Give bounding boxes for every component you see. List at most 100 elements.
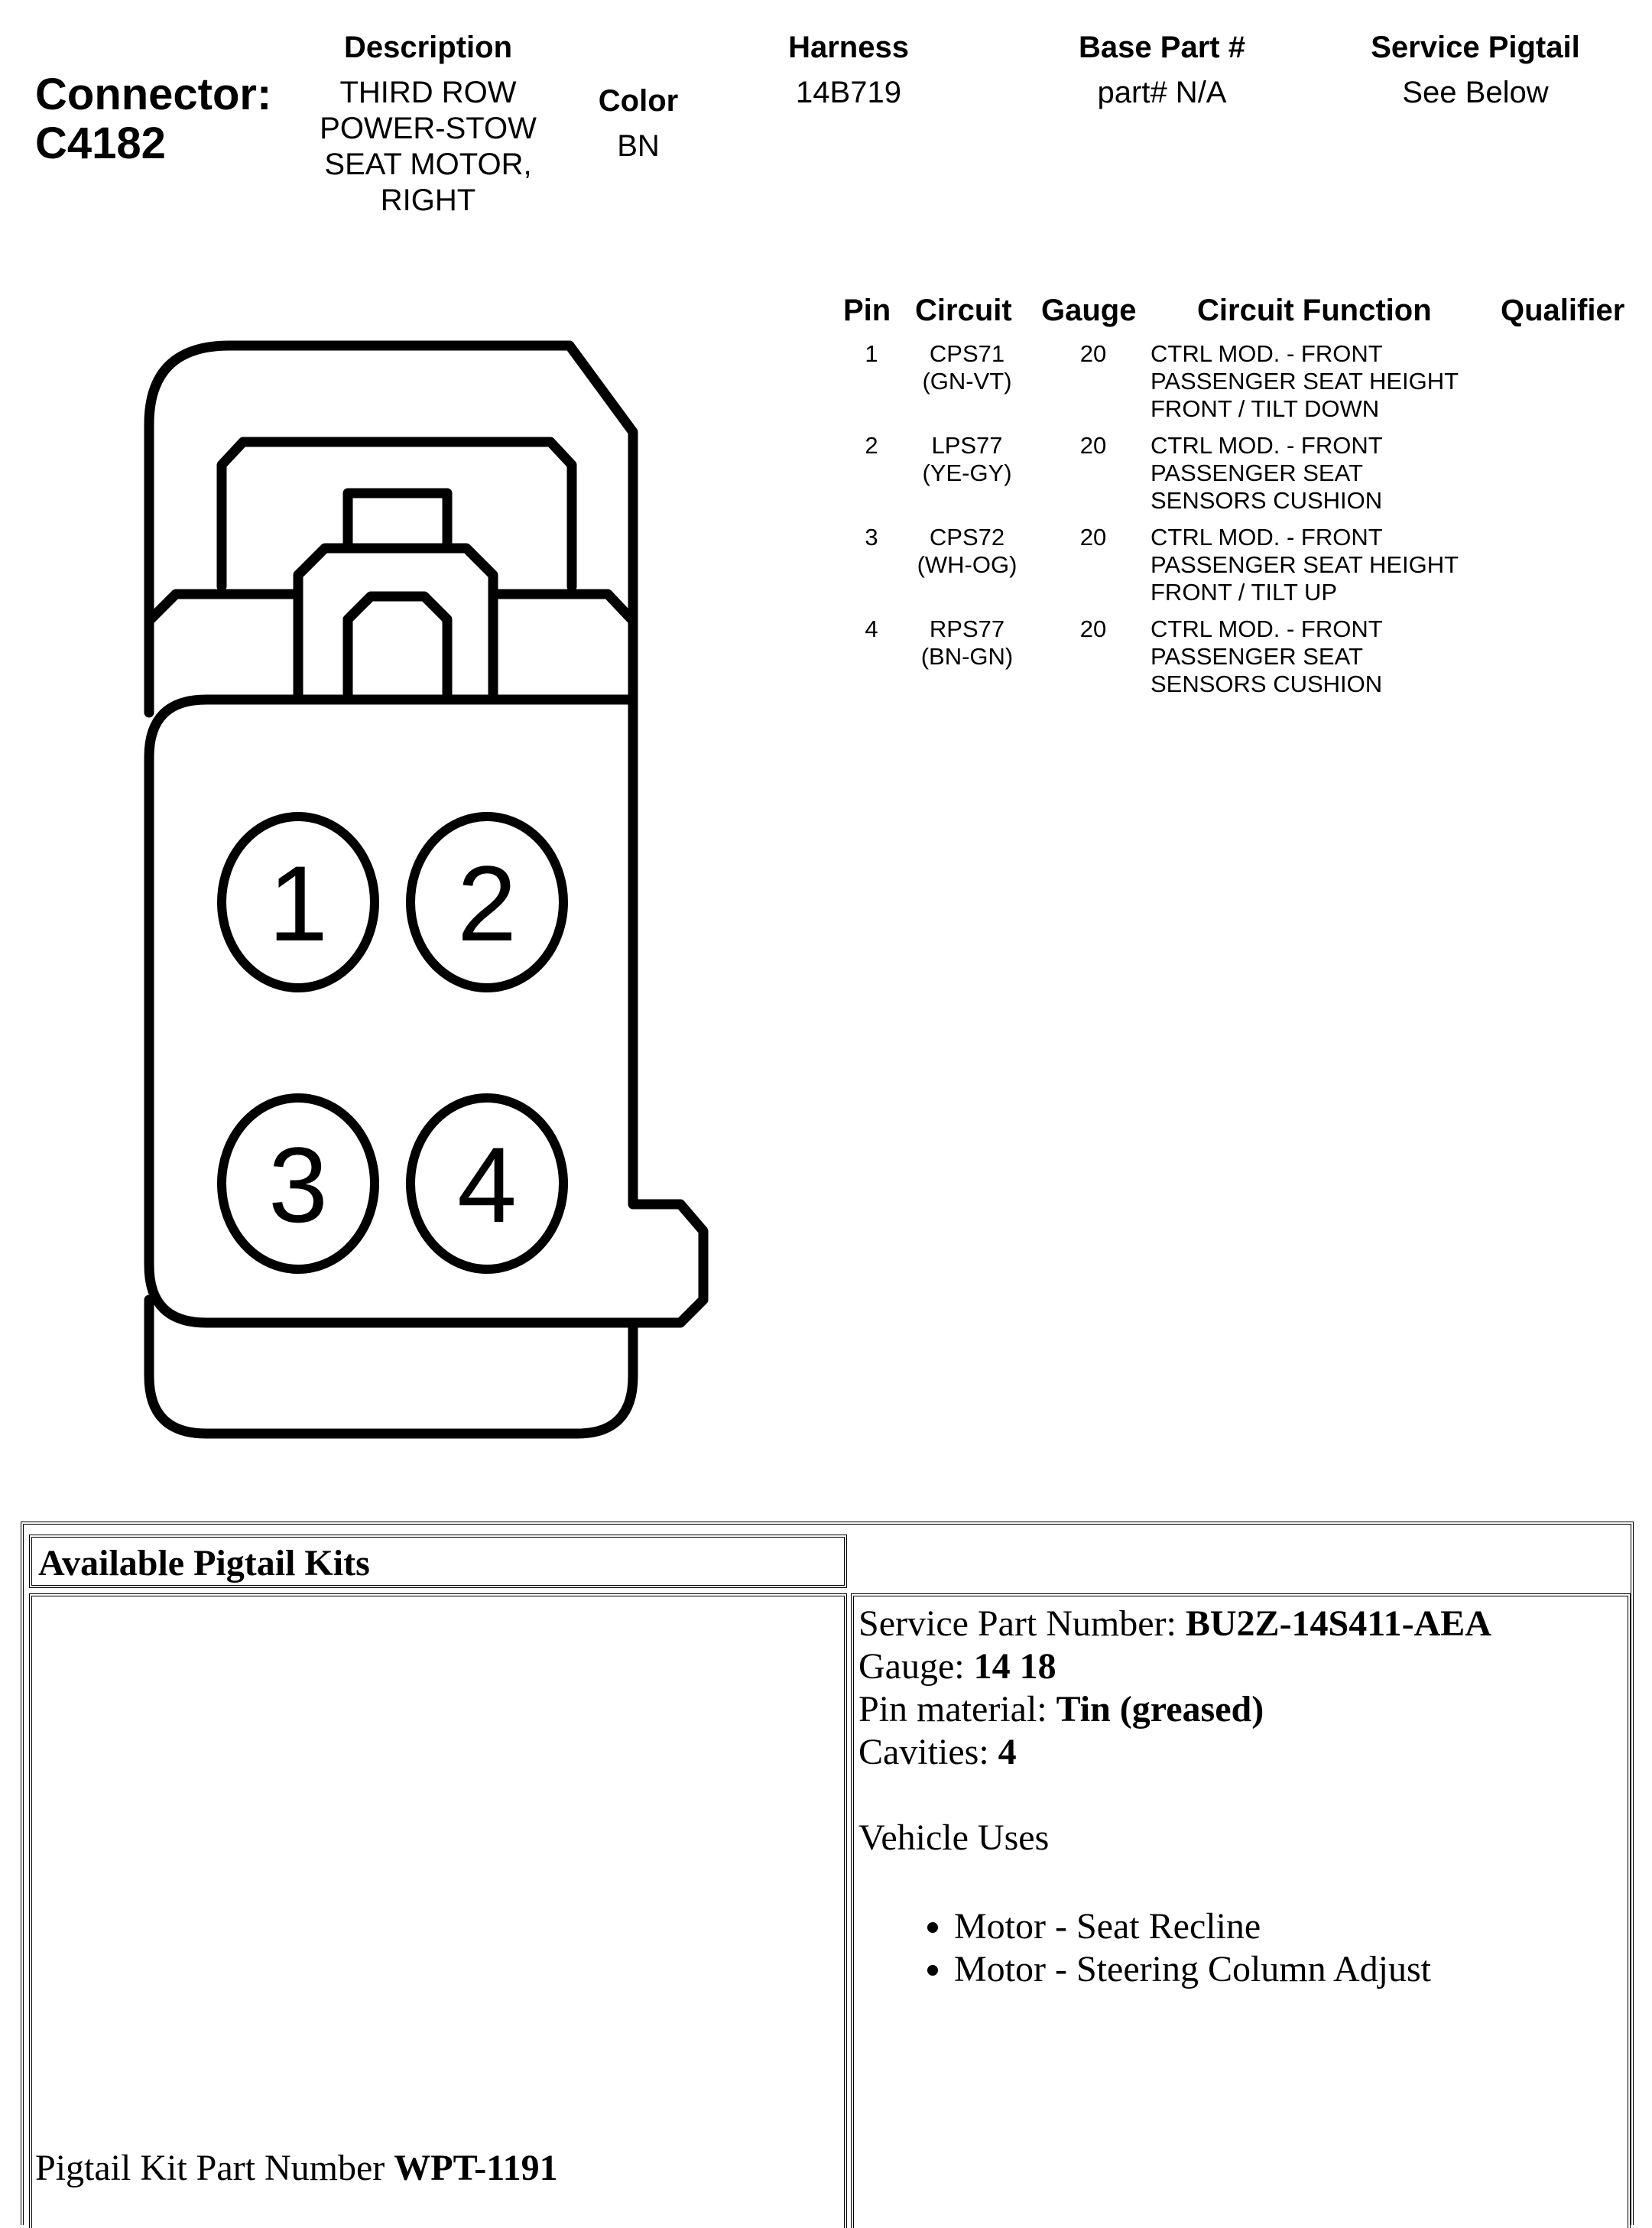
cavities-line: Cavities: 4 bbox=[858, 1731, 1491, 1774]
kit-part-number: Pigtail Kit Part Number WPT-1191 bbox=[35, 2147, 558, 2190]
function-line: SENSORS CUSHION bbox=[1151, 487, 1383, 514]
function-line: SENSORS CUSHION bbox=[1151, 671, 1383, 697]
pin-number: 2 bbox=[865, 432, 878, 459]
gauge-cell: 20 bbox=[1079, 432, 1107, 459]
vehicle-uses-list: Motor - Seat Recline Motor - Steering Co… bbox=[858, 1905, 1491, 1991]
service-pigtail-label: Service Pigtail bbox=[1371, 31, 1580, 64]
function-line: CTRL MOD. - FRONT bbox=[1151, 340, 1383, 367]
function-line: CTRL MOD. - FRONT bbox=[1151, 432, 1383, 459]
harness-value: 14B719 bbox=[796, 76, 901, 109]
kit-part-label: Pigtail Kit Part Number bbox=[35, 2148, 394, 2188]
circuit-color: (BN-GN) bbox=[920, 643, 1014, 670]
col-gauge: Gauge bbox=[1041, 294, 1137, 327]
circuit-id: CPS72 bbox=[929, 524, 1005, 551]
function-line: FRONT / TILT UP bbox=[1151, 579, 1338, 606]
circuit-color: (WH-OG) bbox=[917, 551, 1017, 578]
col-circuit-function: Circuit Function bbox=[1197, 294, 1432, 327]
function-line: PASSENGER SEAT bbox=[1151, 643, 1363, 670]
function-cell: CTRL MOD. - FRONT PASSENGER SEAT SENSORS… bbox=[1151, 432, 1383, 515]
gauge-cell: 20 bbox=[1079, 524, 1107, 551]
col-circuit: Circuit bbox=[915, 294, 1012, 327]
connector-bottom-skirt bbox=[144, 1294, 638, 1439]
description-line: THIRD ROW bbox=[339, 76, 517, 109]
function-line: CTRL MOD. - FRONT bbox=[1151, 524, 1383, 551]
description-line: RIGHT bbox=[380, 184, 476, 217]
base-part-label: Base Part # bbox=[1079, 31, 1245, 64]
circuit-cell: CPS72 (WH-OG) bbox=[898, 524, 1036, 579]
kit-part-value: WPT-1191 bbox=[394, 2148, 558, 2188]
connector-id: C4182 bbox=[35, 119, 166, 168]
cavity-4 bbox=[406, 1093, 568, 1274]
kits-left-cell: Pigtail Kit Part Number WPT-1191 bbox=[29, 1593, 847, 2228]
connector-outer-hood bbox=[144, 340, 638, 718]
function-cell: CTRL MOD. - FRONT PASSENGER SEAT HEIGHT … bbox=[1151, 340, 1459, 423]
description-line: SEAT MOTOR, bbox=[324, 148, 532, 181]
cavity-label-2: 2 bbox=[457, 843, 517, 963]
function-line: CTRL MOD. - FRONT bbox=[1151, 615, 1383, 642]
circuit-id: RPS77 bbox=[929, 615, 1005, 642]
pin-number: 4 bbox=[865, 615, 878, 642]
base-part-value: part# N/A bbox=[1097, 76, 1227, 109]
kits-title: Available Pigtail Kits bbox=[38, 1543, 370, 1583]
color-value: BN bbox=[617, 129, 660, 163]
harness-label: Harness bbox=[788, 31, 909, 64]
circuit-cell: LPS77 (YE-GY) bbox=[898, 432, 1036, 487]
description-value: THIRD ROW POWER-STOW SEAT MOTOR, RIGHT bbox=[290, 75, 566, 219]
service-part-line: Service Part Number: BU2Z-14S411-AEA bbox=[858, 1603, 1491, 1645]
cavity-3 bbox=[217, 1093, 379, 1274]
pin-number: 3 bbox=[865, 524, 878, 551]
latch-keyway bbox=[342, 591, 453, 705]
left-shoulder bbox=[144, 589, 303, 705]
pin-number: 1 bbox=[865, 340, 878, 367]
connector-body bbox=[144, 694, 709, 1328]
latch-body bbox=[293, 543, 498, 599]
list-item: Motor - Seat Recline bbox=[954, 1905, 1491, 1948]
circuit-color: (YE-GY) bbox=[922, 460, 1012, 486]
list-item: Motor - Steering Column Adjust bbox=[954, 1948, 1491, 1991]
color-label: Color bbox=[598, 84, 679, 118]
connector-label: Connector: C4182 bbox=[35, 70, 271, 168]
connector-label-text: Connector: bbox=[35, 70, 272, 119]
gauge-cell: 20 bbox=[1079, 615, 1107, 642]
circuit-color: (GN-VT) bbox=[922, 368, 1012, 395]
function-line: PASSENGER SEAT HEIGHT bbox=[1151, 551, 1459, 578]
function-cell: CTRL MOD. - FRONT PASSENGER SEAT HEIGHT … bbox=[1151, 524, 1459, 606]
pin-material-value: Tin (greased) bbox=[1056, 1689, 1264, 1729]
cavity-label-1: 1 bbox=[268, 843, 328, 963]
cavity-2 bbox=[406, 812, 568, 992]
circuit-id: CPS71 bbox=[929, 340, 1005, 367]
right-shoulder bbox=[488, 589, 638, 705]
function-line: FRONT / TILT DOWN bbox=[1151, 395, 1380, 422]
kits-title-cell: Available Pigtail Kits bbox=[29, 1535, 847, 1588]
col-pin: Pin bbox=[843, 294, 891, 327]
gauge-label: Gauge: bbox=[858, 1646, 974, 1687]
description-label: Description bbox=[343, 31, 513, 64]
cavity-label-3: 3 bbox=[268, 1125, 328, 1245]
service-part-label: Service Part Number: bbox=[858, 1603, 1186, 1644]
cavity-label-4: 4 bbox=[457, 1125, 517, 1245]
circuit-id: LPS77 bbox=[931, 432, 1003, 459]
pin-material-label: Pin material: bbox=[858, 1689, 1056, 1729]
service-pigtail-value: See Below bbox=[1402, 76, 1549, 109]
cavities-value: 4 bbox=[998, 1732, 1017, 1772]
gauge-cell: 20 bbox=[1079, 340, 1107, 367]
pin-material-line: Pin material: Tin (greased) bbox=[858, 1688, 1491, 1731]
gauge-line: Gauge: 14 18 bbox=[858, 1645, 1491, 1688]
connector-face-diagram: 1 2 3 4 bbox=[144, 340, 709, 1439]
latch-frame bbox=[216, 437, 577, 592]
function-cell: CTRL MOD. - FRONT PASSENGER SEAT SENSORS… bbox=[1151, 615, 1383, 698]
function-line: PASSENGER SEAT bbox=[1151, 460, 1363, 486]
kits-right-cell: Service Part Number: BU2Z-14S411-AEA Gau… bbox=[851, 1593, 1631, 2228]
service-part-value: BU2Z-14S411-AEA bbox=[1185, 1603, 1491, 1644]
description-line: POWER-STOW bbox=[320, 112, 537, 145]
function-line: PASSENGER SEAT HEIGHT bbox=[1151, 368, 1459, 395]
cavity-1 bbox=[217, 812, 379, 992]
col-qualifier: Qualifier bbox=[1501, 294, 1625, 327]
circuit-cell: CPS71 (GN-VT) bbox=[898, 340, 1036, 395]
kits-outer-frame bbox=[21, 1522, 1634, 2225]
vehicle-uses-label: Vehicle Uses bbox=[858, 1817, 1050, 1858]
gauge-value: 14 18 bbox=[973, 1646, 1056, 1687]
circuit-cell: RPS77 (BN-GN) bbox=[898, 615, 1036, 671]
latch-tab bbox=[342, 488, 453, 554]
cavities-label: Cavities: bbox=[858, 1732, 998, 1772]
